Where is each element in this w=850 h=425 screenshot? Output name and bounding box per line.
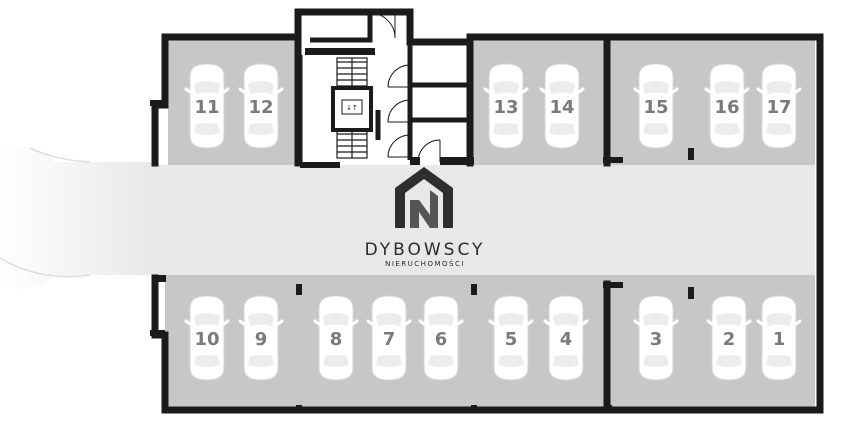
parking-spot[interactable]: 10 [184,294,230,382]
spot-number: 11 [194,97,219,118]
spot-number: 4 [560,329,573,350]
parking-spot[interactable]: 15 [633,62,679,150]
spot-number: 3 [650,329,663,350]
parking-spot[interactable]: 2 [706,294,752,382]
parking-spot[interactable]: 4 [543,294,589,382]
spot-number: 1 [773,329,786,350]
brand-tagline: NIERUCHOMOŚCI [385,259,465,268]
elevator-icon: ↓↑ [331,86,373,132]
spot-number: 7 [383,329,396,350]
stair-core: ↓↑ [297,12,470,165]
spot-number: 13 [493,97,518,118]
parking-spot[interactable]: 8 [313,294,359,382]
parking-spot[interactable]: 6 [418,294,464,382]
door-swing-icon [387,134,411,158]
parking-spot[interactable]: 5 [488,294,534,382]
door-swing-icon [387,64,411,88]
spot-number: 12 [248,97,273,118]
spot-number: 2 [723,329,736,350]
entrance-ramp [0,146,155,289]
brand-logo: DYBOWSCY NIERUCHOMOŚCI [365,167,486,268]
parking-spot[interactable]: 3 [633,294,679,382]
spot-number: 5 [505,329,518,350]
spot-number: 15 [643,97,668,118]
parking-spot[interactable]: 13 [483,62,529,150]
parking-spot[interactable]: 1 [756,294,802,382]
parking-spot[interactable]: 14 [539,62,585,150]
spot-number: 14 [549,97,574,118]
spot-number: 16 [714,97,739,118]
parking-spot[interactable]: 12 [238,62,284,150]
spot-number: 9 [255,329,268,350]
house-n-logo-icon [395,167,453,228]
spot-number: 8 [330,329,343,350]
wall-details [150,100,694,413]
spot-number: 10 [194,329,219,350]
spot-number: 17 [766,97,791,118]
parking-spot[interactable]: 11 [184,62,230,150]
parking-spot[interactable]: 17 [756,62,802,150]
parking-spot[interactable]: 7 [366,294,412,382]
door-swing-icon [387,99,411,123]
brand-name: DYBOWSCY [365,240,486,260]
spot-number: 6 [435,329,448,350]
parking-spot[interactable]: 16 [704,62,750,150]
parking-spot[interactable]: 9 [238,294,284,382]
top-parking-row: 11 12 13 14 15 16 17 [184,62,802,150]
door-swing-icon [417,139,441,163]
bottom-parking-row: 10 9 8 7 6 5 4 3 2 1 [184,294,802,382]
svg-text:↓↑: ↓↑ [346,104,358,112]
